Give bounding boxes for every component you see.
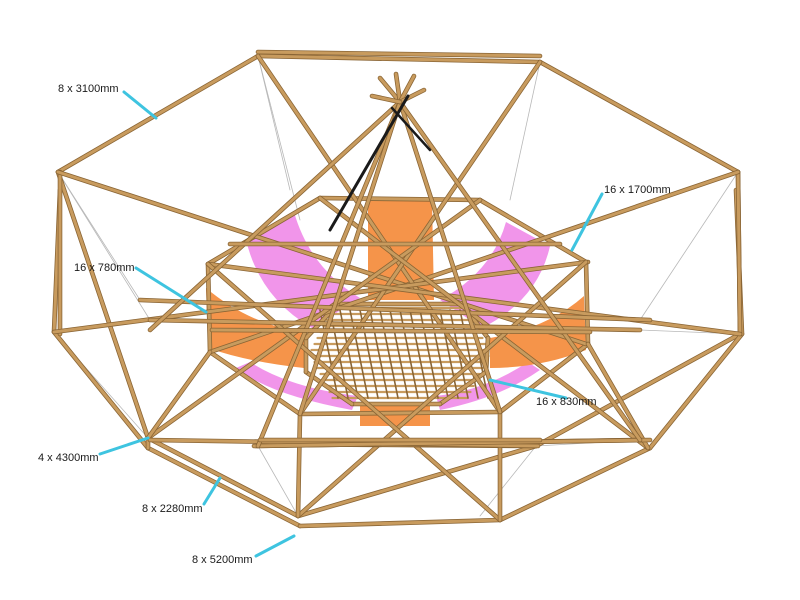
mid-ring-pole-5 [208, 350, 302, 416]
label-side-poles: 8 x 2280mm [142, 503, 203, 515]
outer-ring-pole-1 [538, 60, 740, 174]
cross-pole-5 [206, 262, 742, 336]
cross-pole-6 [146, 198, 482, 440]
top-beam-left [256, 50, 542, 58]
label-outer-top-poles: 8 x 3100mm [58, 83, 119, 95]
cross-pole-7 [318, 196, 650, 450]
dark-pole-1 [390, 106, 432, 152]
mid-ring-pole-4 [298, 410, 502, 416]
dimension-annotations: 8 x 3100mm 16 x 1700mm 16 x 780mm 16 x 8… [38, 83, 671, 566]
label-short-poles: 16 x 780mm [74, 262, 135, 274]
outer-ring-pole-7 [56, 54, 260, 174]
teepee-pole-3 [398, 100, 642, 442]
cable-11 [257, 55, 301, 221]
leader-diagonal-poles [98, 436, 150, 456]
side-pole-5 [648, 332, 744, 450]
mid-ring-pole-0 [318, 196, 482, 202]
floor-slat-cross-10 [419, 309, 439, 399]
cable-1 [509, 61, 541, 201]
side-pole-1 [52, 330, 150, 450]
cross-pole-11 [138, 298, 652, 322]
leader-short-poles [134, 266, 208, 314]
fabric-pink-bottom-left [236, 362, 358, 410]
teepee-tip-0 [378, 76, 402, 104]
cross-pole-16 [146, 350, 212, 440]
cross-pole-8 [296, 260, 588, 518]
teepee-tip-4 [370, 94, 402, 104]
outer-ring-pole-3 [534, 332, 742, 448]
mid-bar-1 [210, 328, 592, 334]
cable-7 [479, 445, 537, 517]
outer-ring-pole-6 [56, 170, 150, 440]
leader-base-poles [254, 534, 296, 558]
cable-2 [639, 171, 739, 321]
cross-pole-17 [586, 342, 650, 450]
cross-pole-2 [256, 54, 502, 414]
cross-pole-19 [252, 438, 652, 448]
label-diagonal-poles: 4 x 4300mm [38, 452, 99, 464]
teepee-pole-2 [398, 100, 502, 414]
side-pole-2 [146, 446, 302, 528]
teepee-tip-1 [394, 72, 402, 104]
label-long-poles: 16 x 1700mm [604, 184, 671, 196]
teepee-pole-0 [148, 100, 402, 332]
label-floor-poles: 16 x 830mm [536, 396, 597, 408]
mid-ring-pole-3 [498, 342, 590, 414]
leader-long-poles [570, 192, 604, 252]
cross-pole-14 [296, 412, 302, 518]
mid-ring-pole-7 [206, 196, 322, 266]
leader-floor-poles [488, 378, 568, 400]
outer-ring-pole-5 [146, 436, 300, 518]
leader-outer-top-poles [122, 90, 158, 120]
vertical-right [736, 170, 742, 336]
dark-poles [328, 94, 432, 232]
side-pole-4 [498, 446, 652, 522]
leader-side-poles [202, 476, 222, 506]
dark-pole-0 [328, 94, 410, 232]
outer-ring-pole-4 [296, 444, 538, 518]
cable-5 [57, 171, 141, 301]
bamboo-poles [51, 49, 745, 529]
teepee-tip-2 [398, 74, 416, 104]
cable-8 [257, 445, 299, 517]
cross-pole-3 [298, 60, 542, 416]
outer-ring-pole-0 [256, 54, 542, 64]
mid-ring-pole-1 [478, 198, 588, 264]
teepee-pole-4 [298, 100, 402, 416]
side-pole-3 [298, 518, 502, 528]
label-base-poles: 8 x 5200mm [192, 554, 253, 566]
teepee-pole-1 [256, 100, 402, 448]
